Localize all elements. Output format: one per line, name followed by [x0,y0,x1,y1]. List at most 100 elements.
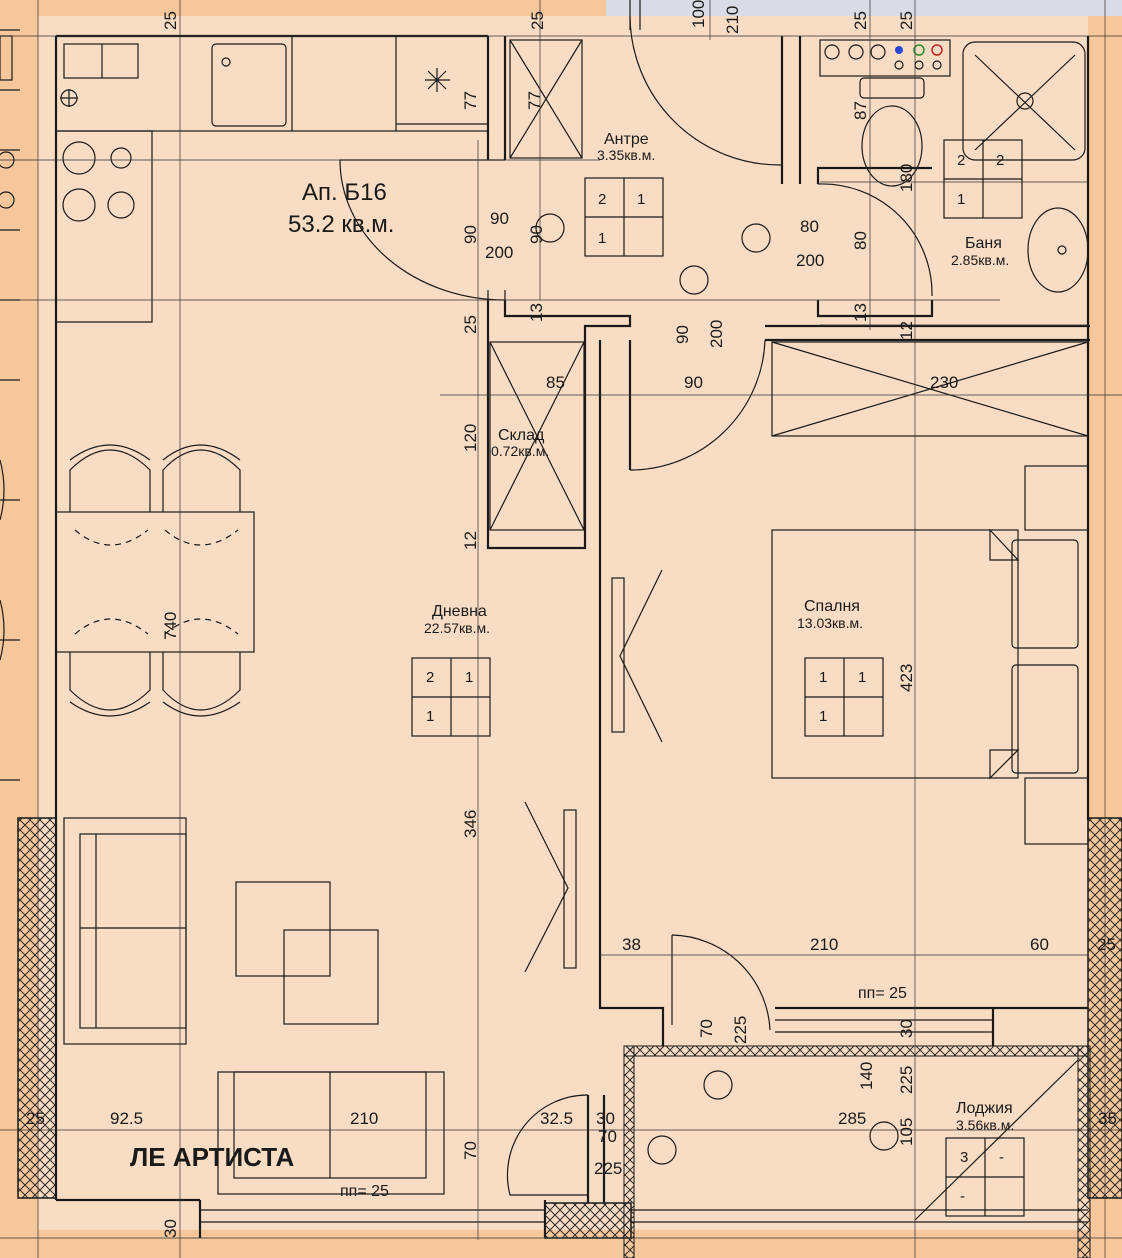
grid-num: 1 [819,708,827,725]
dim-label: 77 [525,91,544,110]
loggia-details [914,1059,1079,1221]
apartment-area: 53.2 кв.м. [288,211,394,238]
grid-num: - [999,1149,1004,1166]
bathroom-fixtures [819,39,1089,293]
dim-label: 70 [598,1127,617,1146]
dim-label: 105 [897,1118,916,1146]
dim-label: 90 [527,225,546,244]
dim-label: 38 [622,935,641,954]
room-name-sklad: Склад [498,427,545,444]
dim-label: 80 [800,217,819,236]
dim-label: 30 [596,1109,615,1128]
dim-label: 225 [594,1159,622,1178]
dim-label: 225 [731,1016,750,1044]
grid-num: 3 [960,1149,968,1166]
grid-antre: 2 1 1 [584,177,664,257]
dim-label: 90 [673,325,692,344]
grid-num: 1 [637,191,645,208]
dim-label: 13 [527,303,546,322]
grid-dnevna: 2 1 1 [411,657,491,737]
dim-label: 25 [26,1109,45,1128]
dim-label: пп= 25 [340,1183,389,1200]
dim-label: 210 [810,935,838,954]
dim-label: 25 [161,11,180,30]
apartment-name: Ап. Б16 [302,179,387,206]
room-area-lodzhia: 3.56кв.м. [956,1117,1014,1133]
dim-label: 12 [461,531,480,550]
dim-label: 423 [897,664,916,692]
room-name-lodzhia: Лоджия [956,1100,1013,1117]
room-area-banya: 2.85кв.м. [951,252,1009,268]
dim-label: 225 [897,1066,916,1094]
dim-label: пп= 25 [858,985,907,1002]
dimension-labels: 90 200 80 200 90 85 230 38 210 60 25 пп=… [26,209,1117,1200]
dim-label: 25 [1097,935,1116,954]
dim-label: 77 [461,91,480,110]
dim-label: 30 [897,1019,916,1038]
dim-label: 180 [897,164,916,192]
grid-num: 1 [598,230,606,247]
dim-label: 200 [796,251,824,270]
room-area-spalnya: 13.03кв.м. [797,615,863,631]
sofa [63,817,187,1045]
dim-label: 90 [684,373,703,392]
structural-columns [17,817,1122,1258]
dim-label: 210 [350,1109,378,1128]
light-fixtures [535,213,899,1165]
grid-num: 1 [426,708,434,725]
room-name-spalnya: Спалня [804,598,860,615]
dim-label: 70 [461,1141,480,1160]
dim-label: 25 [851,11,870,30]
grid-lodzhia: 3 - - [945,1137,1025,1217]
dim-label: 210 [723,6,742,34]
furniture-grids: 2 1 1 2 2 1 2 1 1 1 1 1 3 [411,139,1025,1217]
storage-units [489,341,1089,531]
room-area-dnevna: 22.57кв.м. [424,620,490,636]
room-name-banya: Баня [965,235,1002,252]
dim-label: 140 [857,1062,876,1090]
dim-label: 90 [490,209,509,228]
dim-label: 120 [461,424,480,452]
dim-label: 285 [838,1109,866,1128]
dim-label: 32.5 [540,1109,573,1128]
grid-num: 2 [996,152,1004,169]
dim-label: 25 [461,315,480,334]
dim-label: 13 [851,303,870,322]
dim-label: 60 [1030,935,1049,954]
dim-label: 346 [461,810,480,838]
doors [339,0,933,1196]
dim-label: 70 [697,1019,716,1038]
watermark: ЛЕ АРТИСТА [130,1142,295,1172]
grid-num: 1 [465,669,473,686]
bed [771,465,1089,845]
dim-label: 80 [851,231,870,250]
dim-label: 87 [851,101,870,120]
sliding-doors [524,569,663,973]
grid-num: 2 [598,191,606,208]
walls [54,34,1090,1238]
dining-set [55,444,255,717]
dim-label: 230 [930,373,958,392]
room-name-dnevna: Дневна [432,603,487,620]
dim-label: 200 [707,320,726,348]
grid-num: 1 [858,669,866,686]
dim-label: 200 [485,243,513,262]
room-name-antre: Антре [604,131,649,148]
dim-label: 35 [1098,1109,1117,1128]
room-area-antre: 3.35кв.м. [597,147,655,163]
dim-label: 85 [546,373,565,392]
dim-label: 740 [161,612,180,640]
armchair-sofa-bottom [217,1071,445,1195]
dim-label: 90 [461,225,480,244]
dim-label: 100 [689,0,708,28]
dim-label: 30 [161,1219,180,1238]
dim-label: 92.5 [110,1109,143,1128]
coffee-tables [235,881,379,1025]
grid-num: 1 [819,669,827,686]
room-area-sklad: 0.72кв.м. [491,443,549,459]
dimension-labels-vertical: 25 25 100 210 25 25 77 77 87 180 90 90 8… [161,0,916,1238]
grid-banya: 2 2 1 [943,139,1023,219]
grid-num: 2 [426,669,434,686]
dim-label: 25 [528,11,547,30]
